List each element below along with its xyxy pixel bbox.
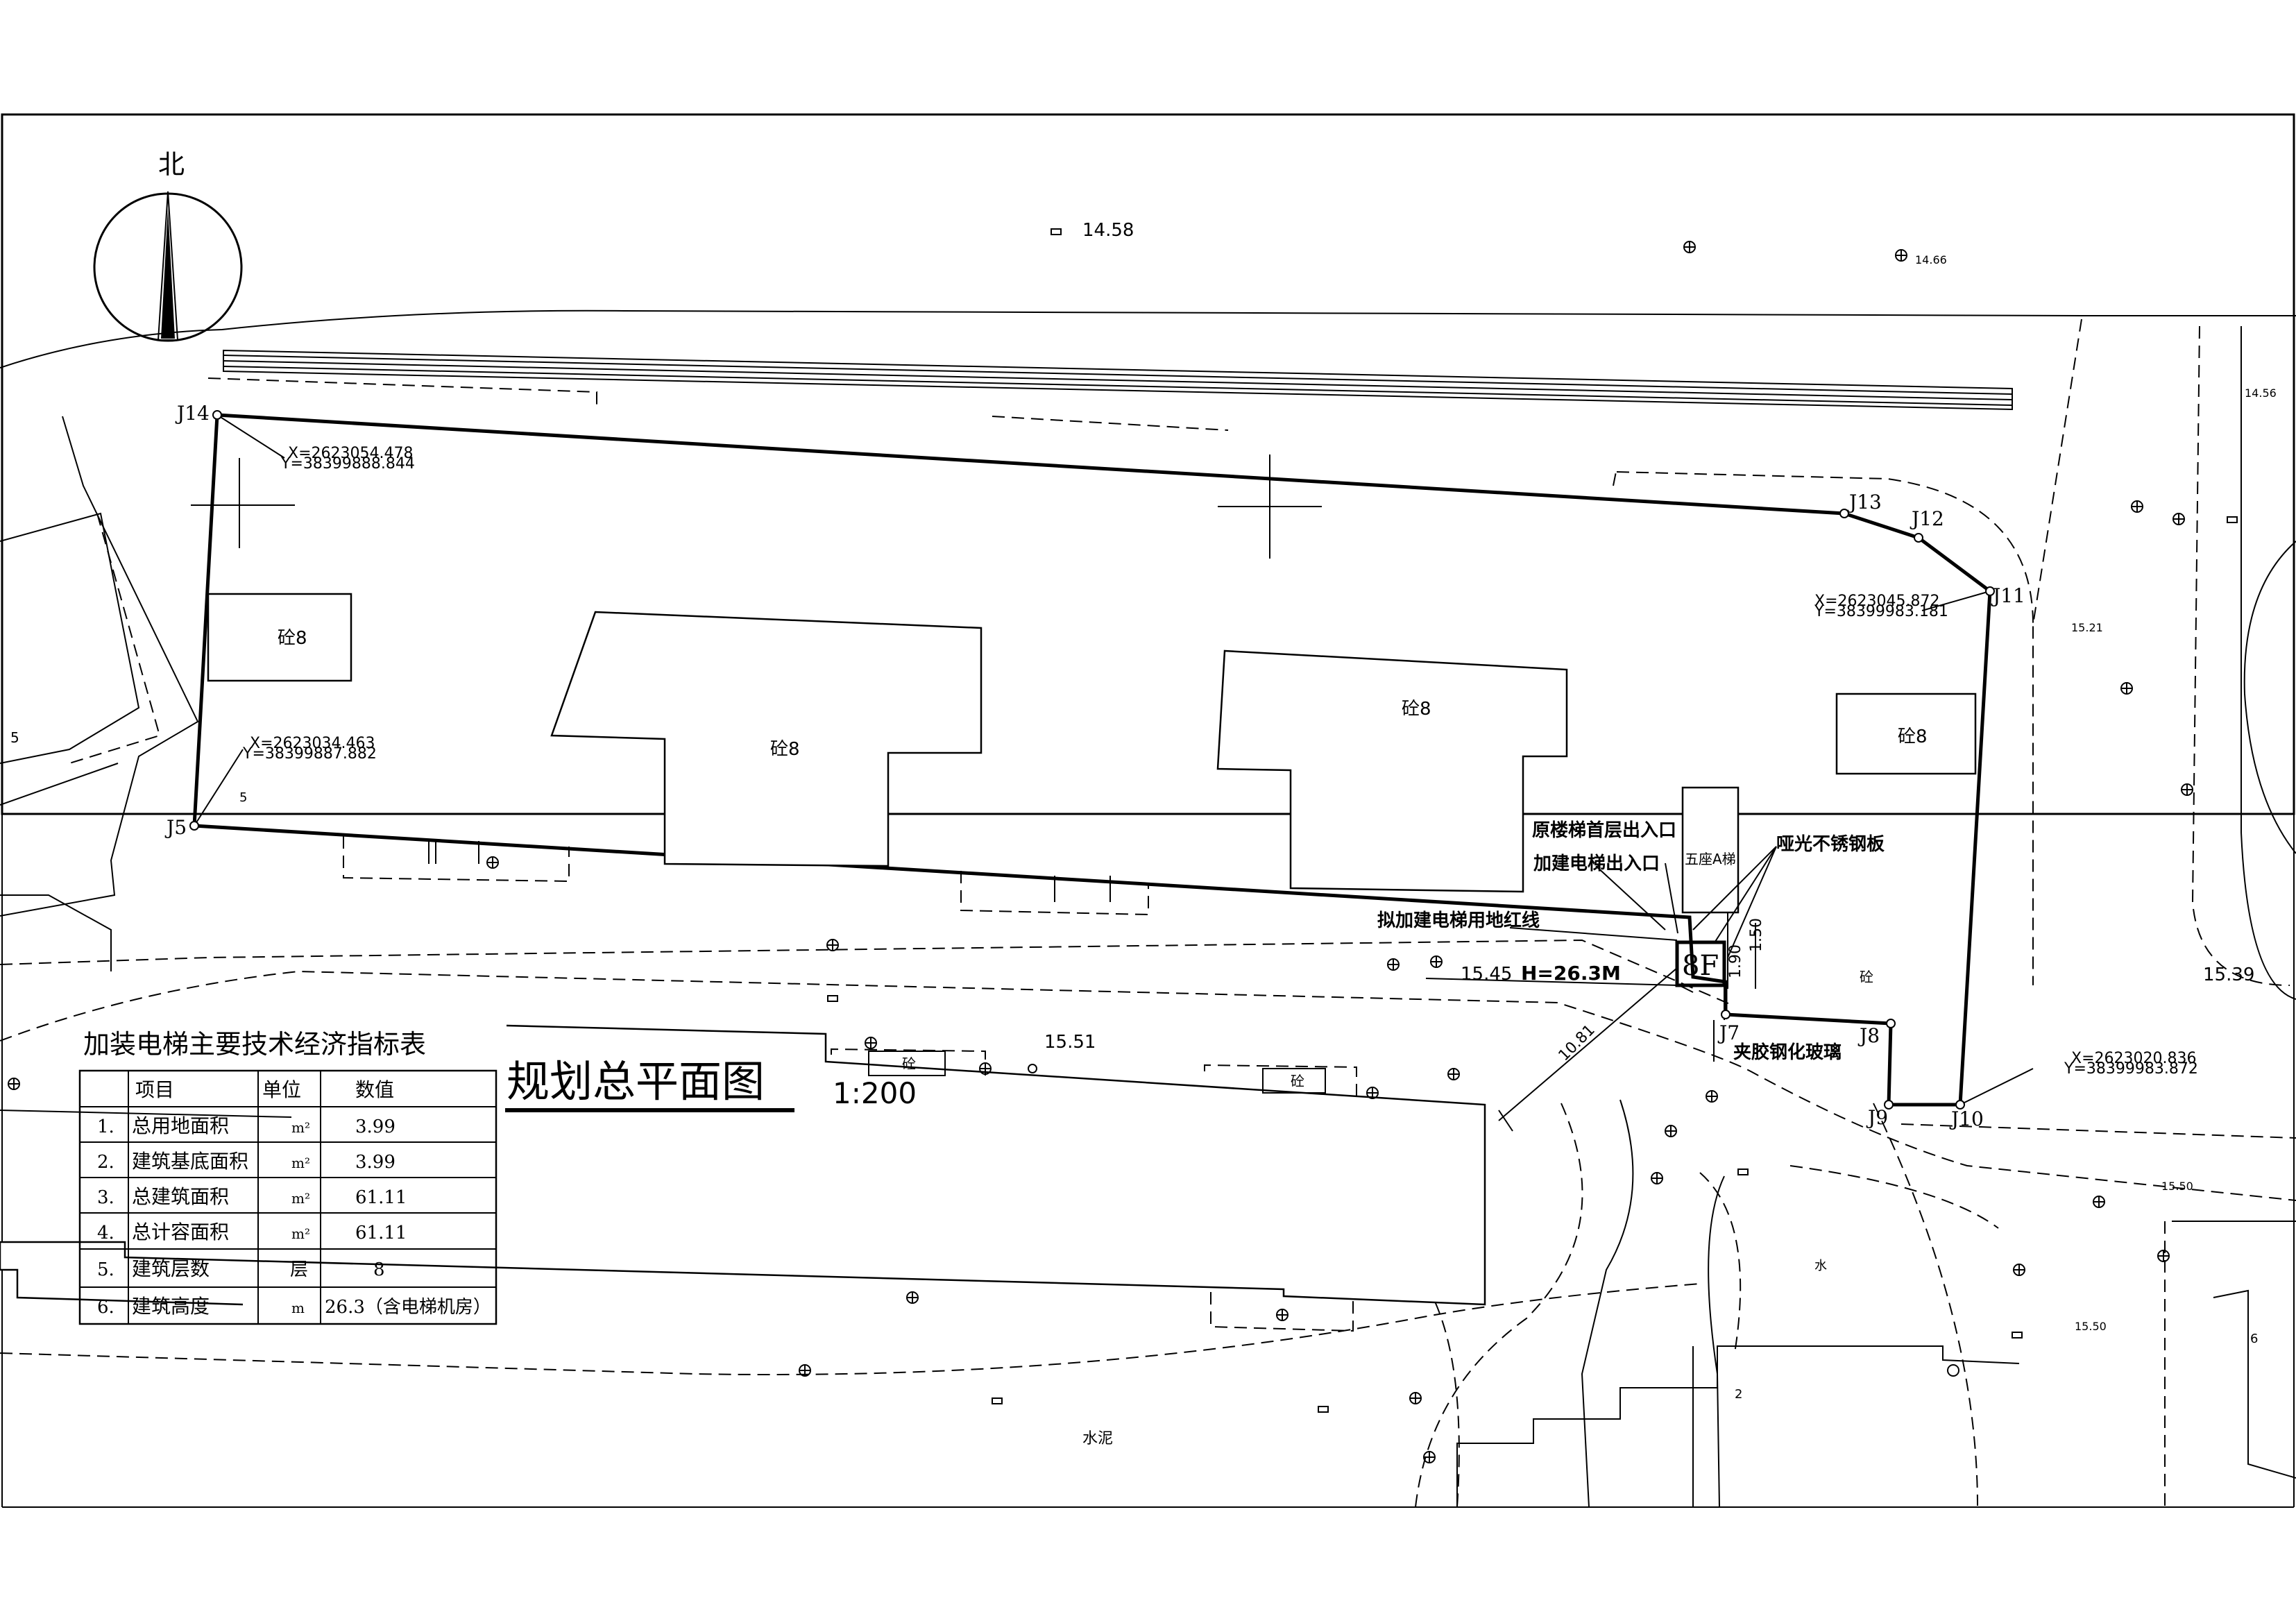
table-row-2-item: 建筑基底面积 [132, 1150, 248, 1173]
table-row-3-unit: m² [291, 1190, 310, 1207]
point-j8: J8 [1857, 1024, 1880, 1047]
building-blocks [207, 593, 1977, 987]
floor-label-new: 8F [1682, 950, 1719, 982]
point-j11: J11 [1991, 584, 2025, 607]
label-glass: 夹胶钢化玻璃 [1733, 1042, 1842, 1063]
table-row-5-no: 5. [97, 1259, 114, 1280]
coord-j14-x: X=2623054.478 [288, 445, 413, 462]
label-entry-new: 加建电梯出入口 [1533, 853, 1660, 874]
table-row-5-value: 8 [373, 1259, 385, 1280]
point-j10: J10 [1949, 1107, 1984, 1130]
label-6: 6 [2250, 1332, 2258, 1346]
table-header-value: 数值 [355, 1078, 394, 1101]
table-row-6-item: 建筑高度 [132, 1295, 210, 1318]
table-row-5-item: 建筑层数 [132, 1257, 210, 1280]
table-row-1-value: 3.99 [355, 1116, 396, 1137]
coord-j14-y: Y=38399888.844 [280, 455, 415, 473]
label-5b: 5 [239, 790, 247, 805]
table-row-1-unit: m² [291, 1119, 310, 1136]
dimension-1: 1.50 [1748, 918, 1765, 952]
table-row-1-item: 总用地面积 [132, 1114, 229, 1137]
point-j7: J7 [1717, 1021, 1740, 1044]
point-j14: J14 [175, 402, 210, 425]
survey-symbols [8, 228, 2238, 1463]
coord-j10-y: Y=38399983.872 [2064, 1060, 2198, 1078]
elevation-7: 15.51 [1044, 1032, 1096, 1053]
table-row-1-no: 1. [97, 1116, 114, 1137]
height-note: H=26.3M [1521, 962, 1621, 985]
label-water: 水 [1814, 1259, 1827, 1273]
label-steel: 哑光不锈钢板 [1776, 834, 1885, 855]
elevation-2: 14.66 [1915, 253, 1947, 266]
coord-j11-x: X=2623045.872 [1814, 593, 1939, 610]
label-2: 2 [1735, 1387, 1742, 1402]
table-title: 加装电梯主要技术经济指标表 [83, 1029, 426, 1060]
table-row-3-no: 3. [97, 1187, 114, 1208]
north-label: 北 [158, 149, 185, 180]
table-row-4-unit: m² [291, 1225, 310, 1242]
site-boundary [192, 413, 1992, 1107]
index-table: 加装电梯主要技术经济指标表 项目 单位 数值 1. 总用地面积 m² 3.99 … [78, 1029, 498, 1325]
label-cement: 水泥 [1082, 1430, 1113, 1447]
vertex-markers [189, 410, 1995, 1110]
table-row-5-unit: 层 [290, 1259, 308, 1280]
label-concrete-1: 砼 [1860, 969, 1873, 985]
table-row-3-item: 总建筑面积 [132, 1185, 229, 1208]
dimension-2: 1.90 [1727, 944, 1744, 978]
table-row-2-no: 2. [97, 1152, 114, 1173]
coord-j5-y: Y=38399887.882 [242, 745, 377, 763]
dimension-3: 10.81 [1556, 1021, 1599, 1064]
leader-lines [194, 414, 2034, 1132]
table-row-2-unit: m² [291, 1155, 310, 1171]
table-header-unit: 单位 [262, 1078, 301, 1101]
table-row-2-value: 3.99 [355, 1152, 396, 1173]
elevation-6: 15.45 [1461, 964, 1512, 985]
table-row-4-value: 61.11 [355, 1223, 407, 1243]
table-row-4-no: 4. [97, 1223, 114, 1243]
point-j13: J13 [1847, 491, 1882, 513]
floor-label-2: 砼8 [770, 739, 800, 760]
label-concrete-3: 砼 [1291, 1073, 1304, 1089]
elevation-4: 15.21 [2071, 621, 2103, 634]
elevation-8: 15.50 [2161, 1180, 2193, 1193]
table-row-6-no: 6. [97, 1297, 114, 1318]
drawing-title: 规划总平面图 1:200 [505, 1056, 917, 1112]
title-main: 规划总平面图 [507, 1056, 765, 1107]
coord-j5-x: X=2623034.463 [250, 735, 375, 752]
label-5a: 5 [10, 729, 19, 746]
left-road [0, 416, 199, 917]
table-row-4-item: 总计容面积 [132, 1221, 229, 1243]
lower-road [0, 894, 2296, 1508]
floor-label-4: 砼8 [1898, 726, 1928, 747]
label-redline: 拟加建电梯用地红线 [1377, 910, 1540, 931]
table-row-6-value: 26.3（含电梯机房） [325, 1297, 491, 1318]
title-scale: 1:200 [833, 1076, 917, 1110]
point-j9: J9 [1866, 1106, 1888, 1129]
floor-label-1: 砼8 [278, 628, 307, 649]
coord-j11-y: Y=38399983.181 [1814, 603, 1948, 620]
table-row-6-unit: m [291, 1300, 305, 1316]
point-j12: J12 [1910, 507, 1944, 530]
wuzuo-label: 五座A梯 [1685, 851, 1736, 867]
elevation-3: 14.56 [2245, 386, 2277, 400]
label-concrete-2: 砼 [902, 1055, 916, 1072]
floor-label-3: 砼8 [1402, 699, 1431, 720]
table-header-item: 项目 [135, 1078, 174, 1101]
coord-j10-x: X=2623020.836 [2071, 1050, 2196, 1067]
elevation-9: 15.50 [2075, 1320, 2107, 1333]
elevation-5: 15.39 [2203, 965, 2254, 985]
grid-crosses [191, 454, 1322, 559]
table-row-3-value: 61.11 [355, 1187, 407, 1208]
elevation-1: 14.58 [1082, 220, 1134, 241]
upper-road [0, 309, 2296, 1000]
lower-buildings [0, 1024, 2020, 1507]
point-j5: J5 [164, 816, 187, 839]
label-entry-old: 原楼梯首层出入口 [1532, 819, 1676, 841]
north-arrow: 北 [93, 149, 243, 342]
annex-dashes [343, 468, 1617, 916]
